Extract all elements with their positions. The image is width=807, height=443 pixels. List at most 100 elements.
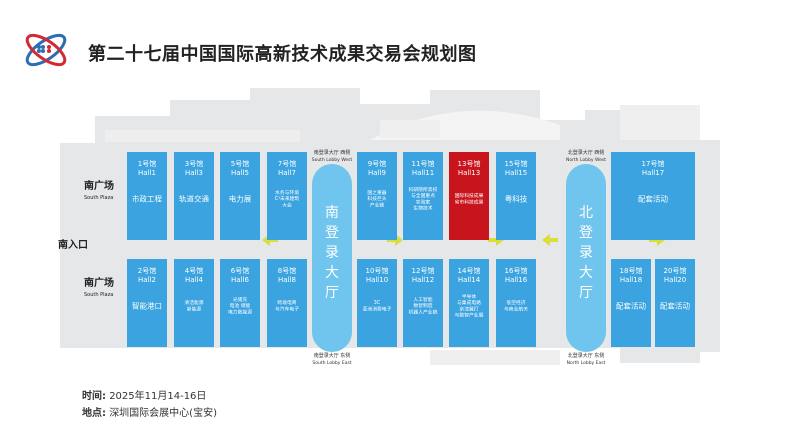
hall-block (127, 259, 167, 347)
hall-block (403, 152, 443, 240)
south-lobby-west-en: South Lobby West (312, 157, 353, 163)
hall-theme: 光储充 (233, 296, 248, 303)
north-lobby-east-label: 北登录大厅 东侧 (568, 352, 605, 359)
hall-name-cn: 15号馆 (505, 159, 528, 168)
hall-block (174, 152, 214, 240)
south-lobby[interactable]: 南登录大厅 (312, 164, 352, 352)
hall-theme: 机器人产业链 (409, 308, 438, 315)
hall-name-en: Hall4 (185, 276, 203, 284)
hall-block (127, 152, 167, 240)
hall-name-en: Hall15 (505, 169, 527, 177)
south-lobby-west-label: 南登录大厅 西侧 (314, 149, 351, 156)
event-time: 时间: 2025年11月14-16日 (82, 387, 206, 402)
hall-name-cn: 8号馆 (278, 266, 296, 275)
north-lobby-west-en: North Lobby West (566, 157, 606, 163)
hall-name-cn: 5号馆 (231, 159, 249, 168)
hall-name-en: Hall12 (412, 276, 434, 284)
hall-theme: 配套活动 (616, 301, 646, 311)
hall-name-en: Hall17 (642, 169, 664, 177)
hall-theme: 与商业航天 (504, 305, 528, 312)
venue-map: 南广场 South Plaza 南入口 南广场 South Plaza 南登录大… (58, 88, 720, 366)
hall-theme: 跨境电商 (277, 299, 296, 306)
south-entrance-label: 南入口 (58, 238, 88, 251)
hall-theme: 省市科技成果 (455, 198, 484, 205)
hall-theme: 电力展 (229, 194, 252, 204)
hall-name-en: Hall13 (458, 169, 480, 177)
hall-theme: 低空经济 (506, 299, 525, 306)
hall-theme: 人工智能 (413, 296, 432, 303)
hall-block (267, 259, 307, 347)
hall-name-cn: 16号馆 (505, 266, 528, 275)
hall-theme: 生物技术 (413, 204, 432, 211)
hall-theme: 亚洲消费电子 (363, 305, 392, 312)
time-label: 时间: (82, 391, 106, 402)
event-place: 地点: 深圳国际会展中心(宝安) (82, 404, 217, 419)
page-title: 第二十七届中国国际高新技术成果交易会规划图 (88, 44, 477, 65)
hall-theme: 智能港口 (132, 301, 162, 311)
hall-name-cn: 6号馆 (231, 266, 249, 275)
hall-name-cn: 1号馆 (138, 159, 156, 168)
hall-name-en: Hall1 (138, 169, 156, 177)
hall-name-cn: 7号馆 (278, 159, 296, 168)
hall-theme: 与汽车电子 (275, 305, 299, 312)
hall-name-en: Hall7 (278, 169, 296, 177)
hall-theme: 轨道交通 (179, 194, 209, 204)
hall-theme: 粤科技 (505, 194, 528, 204)
hall-block (655, 259, 695, 347)
hall-theme: C³未来建筑 (275, 195, 300, 202)
north-lobby[interactable]: 北登录大厅 (566, 164, 606, 352)
hall-block (267, 152, 307, 240)
hall-theme: 市政工程 (132, 194, 162, 204)
hall-name-cn: 14号馆 (458, 266, 481, 275)
hall-name-cn: 4号馆 (185, 266, 203, 275)
hall-name-cn: 18号馆 (620, 266, 643, 275)
hall-name-en: Hall11 (412, 169, 434, 177)
south-lobby-east-label: 南登录大厅 东侧 (314, 352, 351, 359)
hall-name-en: Hall18 (620, 276, 642, 284)
header: 第二十七届中国国际高新技术成果交易会规划图 (0, 0, 807, 80)
hall-theme: 配套活动 (660, 301, 690, 311)
hall-theme: 电池 储能 (230, 302, 251, 309)
hall-theme: 实验室 (416, 198, 431, 205)
hall-theme: 3C (374, 300, 381, 306)
hall-name-cn: 3号馆 (185, 159, 203, 168)
hall-block (220, 259, 260, 347)
north-lobby-east-en: North Lobby East (567, 360, 606, 366)
hall-name-cn: 13号馆 (458, 159, 481, 168)
hall-name-en: Hall10 (366, 276, 388, 284)
hall-theme: 与全国重点 (411, 192, 435, 199)
hall-name-cn: 12号馆 (412, 266, 435, 275)
hall-theme: 与集成电路 (457, 299, 481, 306)
hall-block (174, 259, 214, 347)
hall-name-en: Hall2 (138, 276, 156, 284)
hall-theme: 大会 (282, 201, 292, 208)
south-plaza-top-en: South Plaza (84, 195, 113, 201)
hall-theme: 国际科技成果 (455, 192, 484, 199)
south-plaza-bottom-label: 南广场 (84, 276, 114, 289)
halls-layer: 1号馆Hall1市政工程3号馆Hall3轨道交通5号馆Hall5电力展7号馆Ha… (127, 152, 695, 347)
hall-name-en: Hall6 (231, 276, 249, 284)
place-label: 地点: (82, 408, 106, 419)
time-value: 2025年11月14-16日 (109, 391, 207, 402)
hall-block (449, 259, 489, 347)
hall-theme: 数智制造 (413, 302, 432, 309)
